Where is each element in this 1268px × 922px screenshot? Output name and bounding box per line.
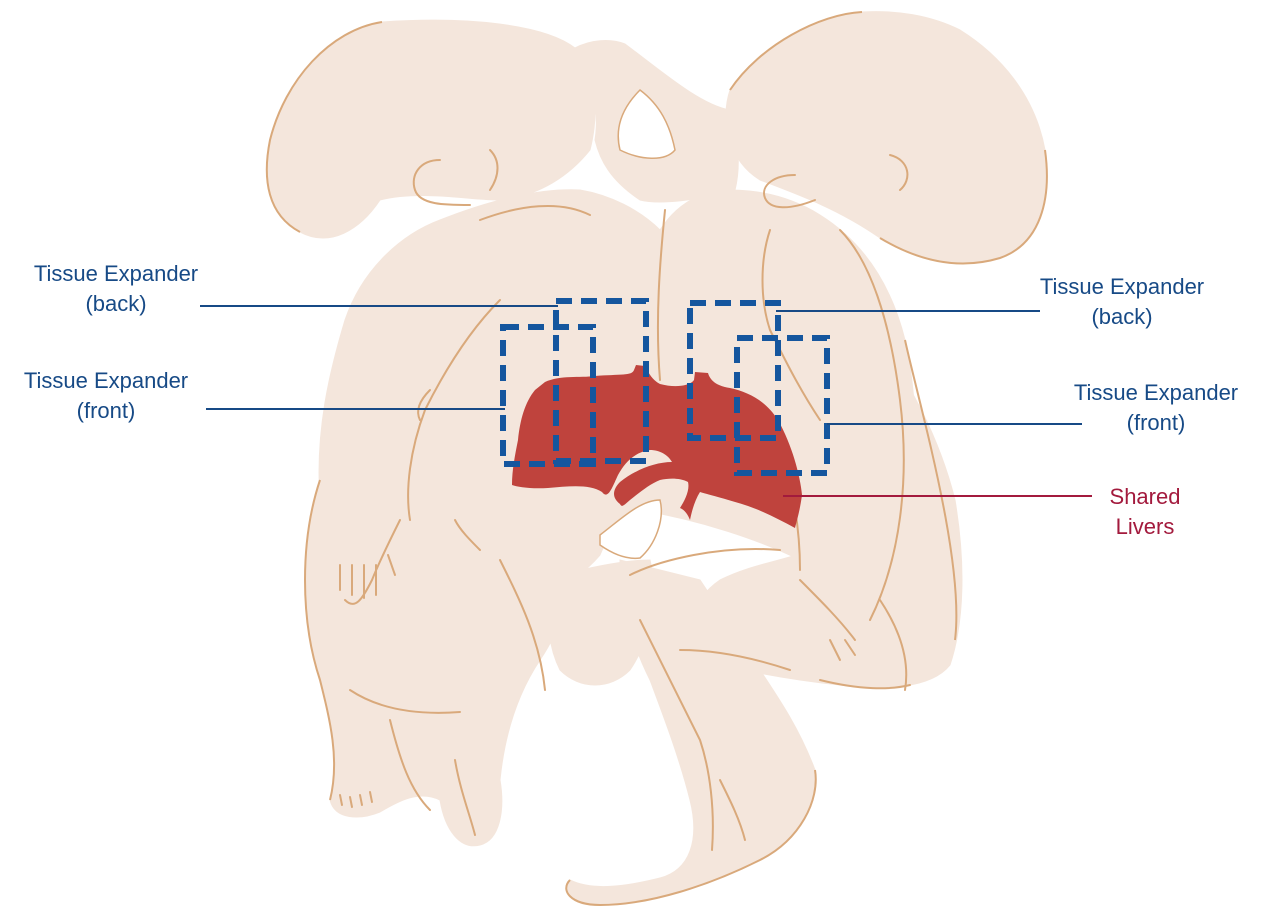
label-shared-livers-line1: Shared <box>1100 482 1190 512</box>
label-right-front-line1: Tissue Expander <box>1056 378 1256 408</box>
label-right-back-line1: Tissue Expander <box>1022 272 1222 302</box>
label-right-back: Tissue Expander (back) <box>1022 272 1222 332</box>
label-shared-livers-line2: Livers <box>1100 512 1190 542</box>
label-left-back-line2: (back) <box>16 289 216 319</box>
label-left-back-line1: Tissue Expander <box>16 259 216 289</box>
label-right-back-line2: (back) <box>1022 302 1222 332</box>
label-left-front-line1: Tissue Expander <box>6 366 206 396</box>
label-left-front-line2: (front) <box>6 396 206 426</box>
label-right-front: Tissue Expander (front) <box>1056 378 1256 438</box>
label-right-front-line2: (front) <box>1056 408 1256 438</box>
label-left-back: Tissue Expander (back) <box>16 259 216 319</box>
label-shared-livers: Shared Livers <box>1100 482 1190 542</box>
lower-middle-body <box>549 560 654 685</box>
label-left-front: Tissue Expander (front) <box>6 366 206 426</box>
